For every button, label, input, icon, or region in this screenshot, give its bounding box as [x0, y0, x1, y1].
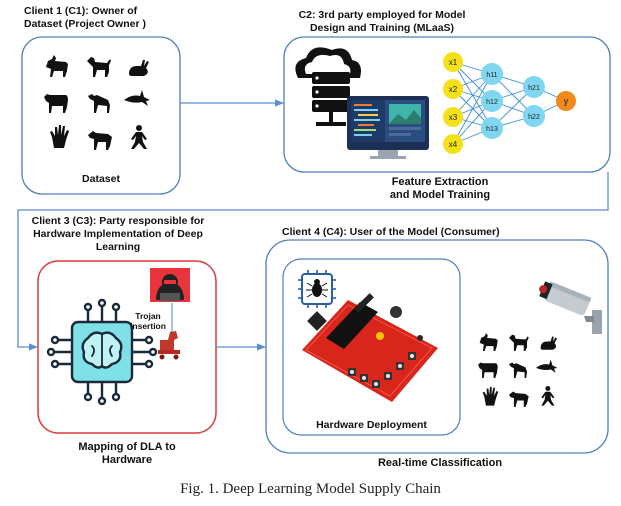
- figure-caption: Fig. 1. Deep Learning Model Supply Chain: [180, 481, 441, 497]
- node-label: y: [564, 96, 569, 106]
- dog-icon: [87, 57, 111, 77]
- pcb-board-icon: [302, 293, 438, 402]
- hyena-icon: [88, 94, 110, 113]
- client4-footer: Real-time Classification: [377, 457, 503, 469]
- node-label: h22: [528, 114, 540, 121]
- client1-title-line2: Dataset (Project Owner ): [24, 18, 146, 30]
- dataset-icons: [44, 55, 150, 150]
- node-label: x1: [449, 58, 458, 67]
- client2-box: [283, 36, 611, 173]
- client1-box: [21, 36, 181, 195]
- neural-network-nodes: [443, 52, 576, 154]
- client2-title-line2: Design and Training (MLaaS): [309, 22, 455, 34]
- trojan-label-line1: Trojan: [135, 311, 161, 321]
- dog-icon: [509, 334, 529, 352]
- client2-footer: Feature Extraction and Model Training: [360, 176, 520, 202]
- shark-icon: [536, 359, 558, 373]
- chip-brain-icon: [46, 298, 158, 406]
- hyena-icon: [509, 362, 528, 379]
- trojan-label-line2: Insertion: [130, 321, 166, 331]
- node-label: h13: [486, 126, 498, 133]
- trojan-label: Trojan Insertion: [128, 311, 168, 331]
- hardware-deployment-label: Hardware Deployment: [316, 419, 427, 431]
- person-icon: [131, 125, 147, 149]
- client2-footer-line2: and Model Training: [389, 189, 491, 201]
- client1-footer: Dataset: [82, 173, 120, 185]
- goat-icon: [46, 55, 68, 77]
- client3-title: Client 3 (C3): Party responsible for Har…: [10, 215, 226, 254]
- hidden-node: [481, 117, 503, 139]
- classification-icons: [478, 333, 558, 408]
- client2-footer-line1: Feature Extraction: [391, 176, 489, 188]
- client3-footer-line1: Mapping of DLA to: [78, 441, 176, 453]
- rabbit-icon: [540, 336, 558, 350]
- bug-chip-icon: [298, 270, 336, 308]
- client4-title: Client 4 (C4): User of the Model (Consum…: [282, 226, 500, 238]
- hand-icon: [482, 386, 499, 406]
- input-node: [443, 107, 463, 127]
- connector-c2-to-c3: [17, 172, 609, 351]
- node-label: x3: [449, 113, 458, 122]
- node-label: h21: [528, 85, 540, 92]
- node-label: x2: [449, 85, 458, 94]
- input-node: [443, 52, 463, 72]
- input-node: [443, 134, 463, 154]
- hardware-deployment-box: [282, 258, 461, 436]
- hidden-node: [481, 63, 503, 85]
- hidden-node: [523, 76, 545, 98]
- client3-title-line1: Client 3 (C3): Party responsible for: [31, 215, 205, 227]
- horse-icon: [509, 391, 529, 408]
- goat-icon: [479, 333, 498, 352]
- client3-footer: Mapping of DLA to Hardware: [38, 441, 216, 467]
- client3-footer-line2: Hardware: [101, 454, 153, 466]
- client2-title-line1: C2: 3rd party employed for Model: [298, 9, 466, 21]
- output-node: [556, 91, 576, 111]
- client3-title-line3: Learning: [95, 241, 141, 253]
- client2-title: C2: 3rd party employed for Model Design …: [272, 9, 492, 35]
- rabbit-icon: [129, 60, 149, 76]
- trojan-horse-icon: [158, 331, 180, 360]
- node-label: x4: [449, 140, 458, 149]
- horse-icon: [88, 131, 112, 150]
- cow-icon: [478, 362, 498, 379]
- neural-network-edges: [452, 61, 567, 145]
- input-node: [443, 79, 463, 99]
- hidden-node: [523, 105, 545, 127]
- node-label: h11: [486, 72, 497, 79]
- monitor-icon: [347, 96, 429, 159]
- hidden-node: [481, 90, 503, 112]
- client4-box: [265, 239, 609, 454]
- cow-icon: [44, 94, 68, 113]
- client3-title-line2: Hardware Implementation of Deep: [33, 228, 203, 240]
- cctv-camera-icon: [539, 281, 602, 334]
- person-icon: [541, 386, 555, 406]
- node-label: h12: [486, 99, 498, 106]
- cloud-server-icon: [295, 47, 361, 126]
- hand-icon: [50, 125, 69, 148]
- client1-title-line1: Client 1 (C1): Owner of: [24, 5, 138, 17]
- client1-title: Client 1 (C1): Owner of Dataset (Project…: [24, 5, 146, 31]
- hacker-icon: [150, 268, 190, 302]
- shark-icon: [124, 90, 150, 106]
